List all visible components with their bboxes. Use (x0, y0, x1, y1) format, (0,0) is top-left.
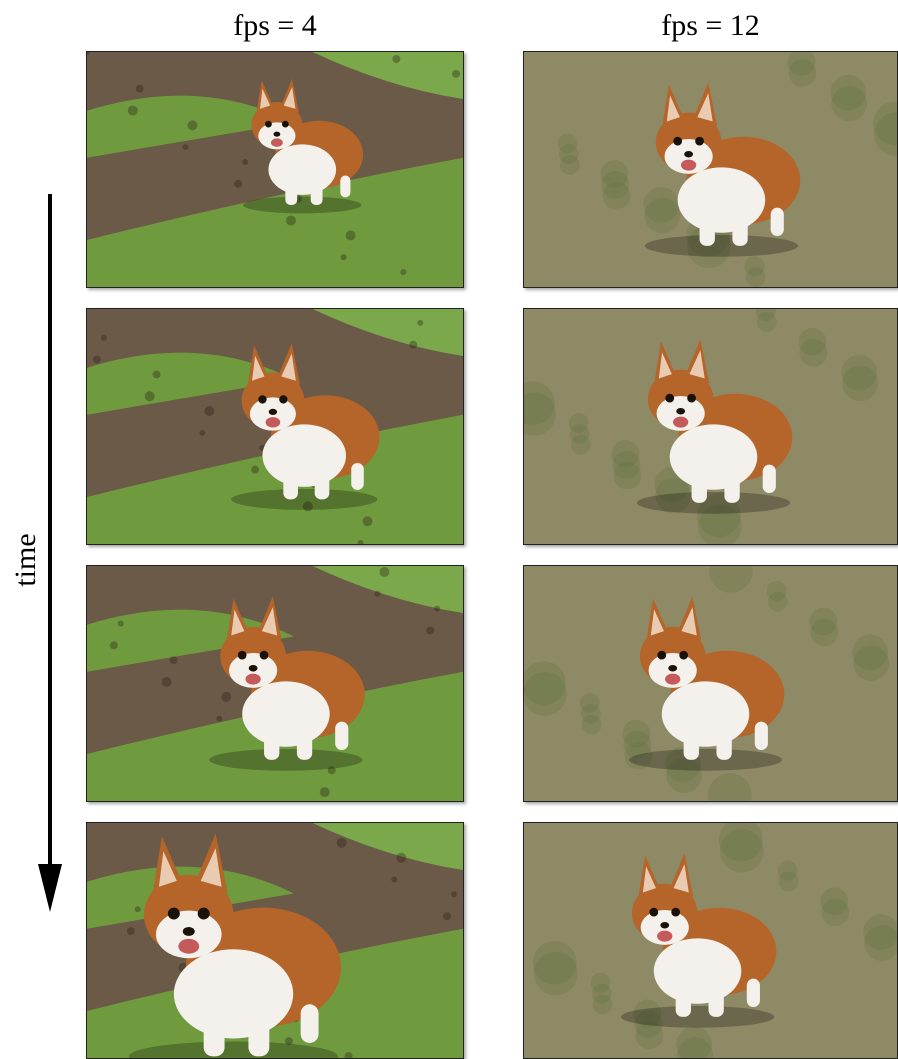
video-frame-col1-row3 (523, 822, 898, 1059)
corgi-figure (636, 339, 793, 514)
corgi-figure (129, 833, 341, 1058)
corgi-figure (243, 78, 364, 214)
corgi-figure (620, 853, 777, 1028)
video-frame-col0-row3 (86, 822, 464, 1059)
corgi-figure (209, 596, 365, 771)
frame-image (87, 309, 463, 544)
video-frame-col0-row0 (86, 51, 464, 288)
video-frame-col1-row2 (523, 565, 898, 802)
frame-image (524, 52, 897, 287)
frame-image (87, 52, 463, 287)
column-header-fps-12: fps = 12 (661, 9, 760, 42)
corgi-figure (231, 343, 380, 510)
video-frame-col1-row1 (523, 308, 898, 545)
frame-image (524, 823, 897, 1058)
time-arrow-shaft (48, 194, 52, 866)
video-frame-col1-row0 (523, 51, 898, 288)
time-arrow-head (38, 864, 62, 912)
time-axis-text: time (9, 533, 42, 587)
column-header-fps-4: fps = 4 (233, 9, 317, 42)
frame-image (87, 823, 463, 1058)
corgi-figure (644, 82, 801, 257)
frame-image (87, 566, 463, 801)
corgi-figure (628, 596, 785, 771)
video-frame-col0-row2 (86, 565, 464, 802)
frame-image (524, 309, 897, 544)
frame-image (524, 566, 897, 801)
video-frame-col0-row1 (86, 308, 464, 545)
time-axis-label: time (8, 530, 44, 590)
